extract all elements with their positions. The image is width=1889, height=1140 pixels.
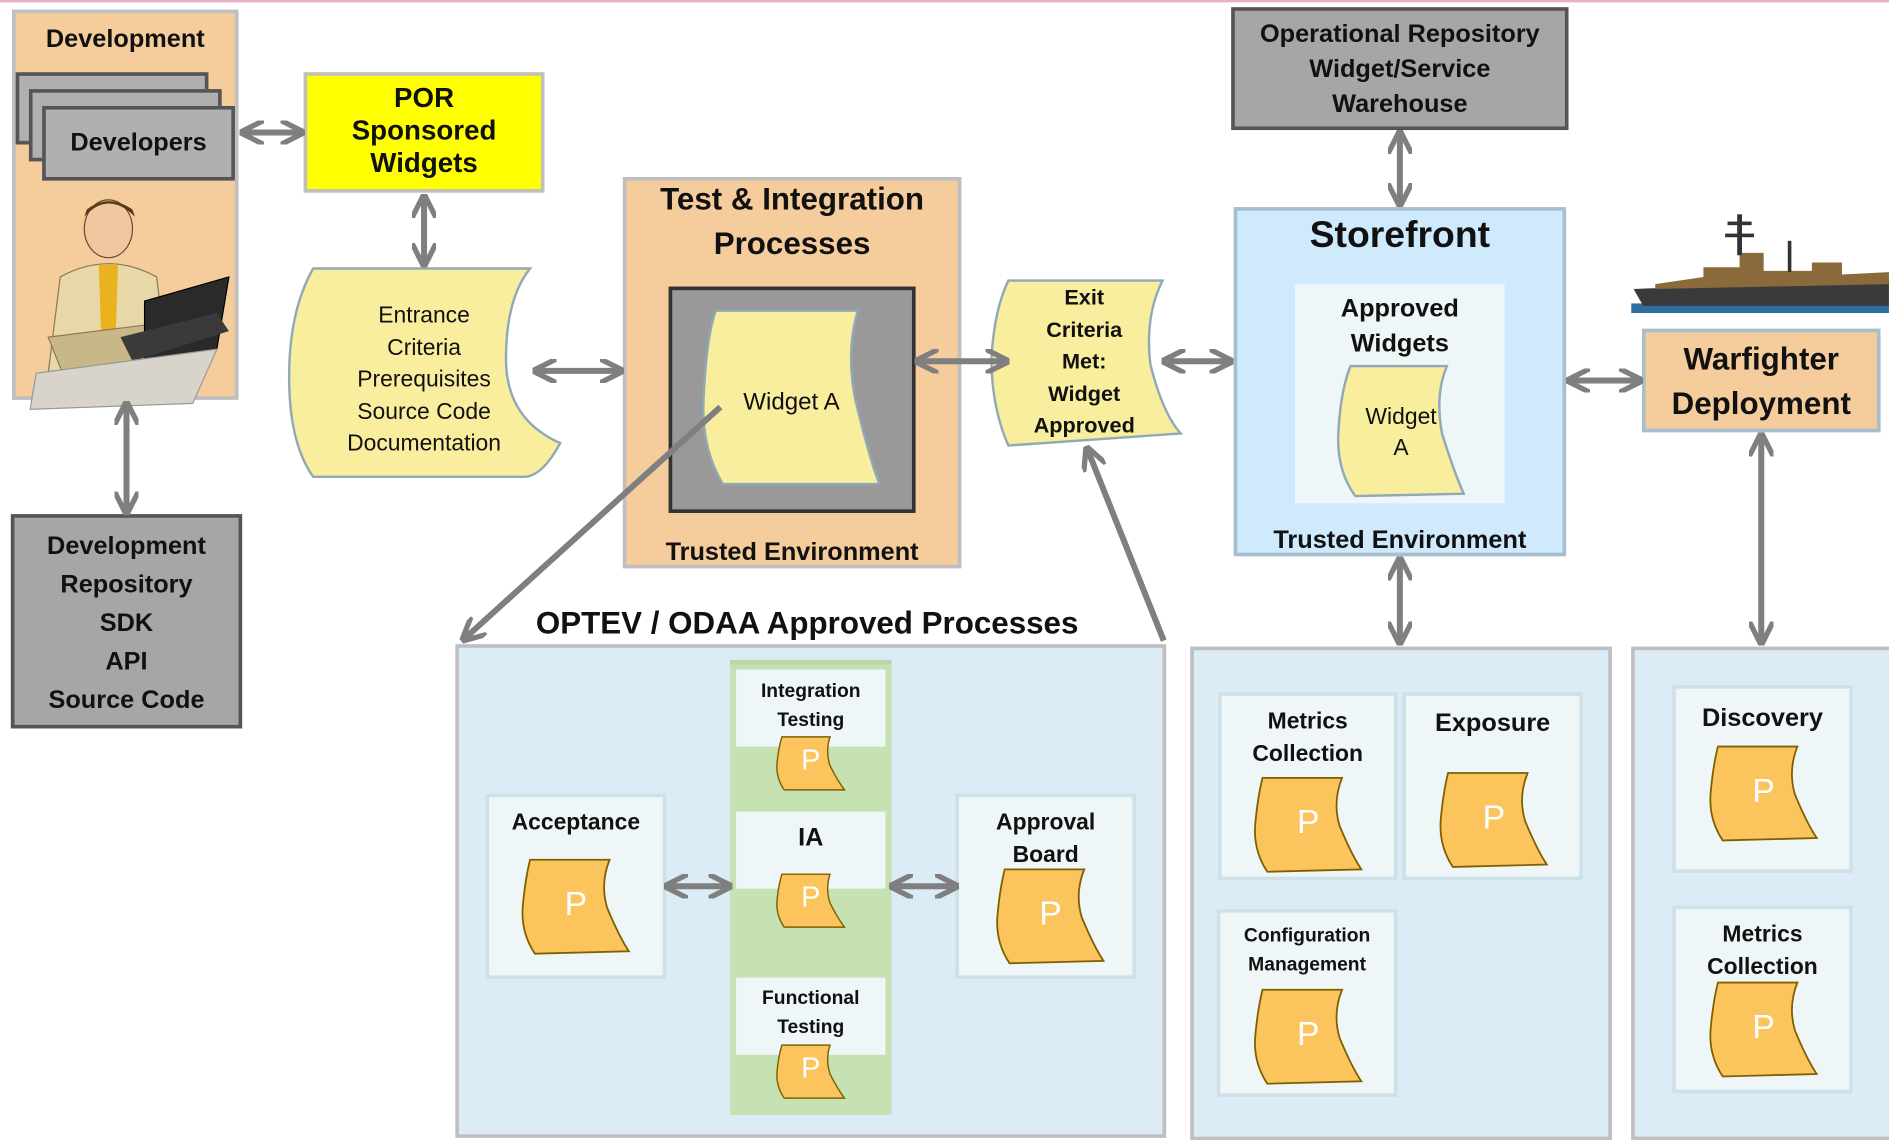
metrics-collection-label: Metrics Collection	[1252, 709, 1364, 768]
storefront-title: Storefront	[1309, 213, 1491, 256]
p-scroll-approval	[996, 868, 1106, 965]
development-title: Development	[45, 25, 205, 53]
top-border-line	[0, 0, 1889, 3]
p-scroll-config	[1254, 988, 1363, 1085]
p-scroll-metrics	[1254, 776, 1363, 873]
functional-testing-label: Functional Testing	[762, 988, 860, 1038]
exposure-label: Exposure	[1434, 709, 1551, 737]
integration-testing-label: Integration Testing	[760, 681, 861, 731]
approval-board-label: Approval Board	[996, 810, 1096, 869]
warfighter-deployment-box	[1642, 328, 1881, 433]
test-widget-label: Widget A	[743, 388, 840, 416]
integration-testing-card	[736, 669, 886, 747]
entrance-criteria-label: Entrance Criteria Prerequisites Source C…	[347, 303, 502, 457]
developers-label: Developers	[70, 128, 207, 157]
p-scroll-functional	[776, 1044, 846, 1099]
approved-widgets-label: Approved Widgets	[1340, 295, 1459, 358]
test-integration-footer: Trusted Environment	[665, 538, 919, 566]
developer-person-icon	[29, 199, 230, 411]
acceptance-label: Acceptance	[511, 810, 641, 836]
p-label-exposure: P	[1482, 798, 1506, 836]
storefront-widget-scroll	[1336, 364, 1466, 498]
configuration-management-label: Configuration Management	[1243, 925, 1371, 976]
storefront-widget-label: Widget A	[1365, 404, 1437, 462]
storefront-footer: Trusted Environment	[1273, 526, 1527, 554]
p-scroll-ia	[776, 873, 846, 928]
developers-box	[42, 105, 235, 181]
warfighter-deployment-label: Warfighter Deployment	[1671, 340, 1851, 422]
p-label-functional: P	[801, 1052, 821, 1085]
p-scroll-exposure	[1439, 772, 1549, 868]
development-repository-box	[10, 514, 243, 729]
test-integration-title: Test & Integration Processes	[660, 180, 925, 262]
discovery-label: Discovery	[1701, 704, 1823, 733]
optev-title: OPTEV / ODAA Approved Processes	[535, 604, 1079, 641]
exit-criteria-label: Exit Criteria Met: Widget Approved	[1033, 285, 1135, 438]
p-scroll-deploy-metrics	[1709, 981, 1819, 1078]
p-label-deploy-metrics: P	[1752, 1007, 1775, 1046]
functional-testing-card	[736, 977, 886, 1055]
p-label-acceptance: P	[564, 885, 588, 923]
exit-criteria-scroll	[990, 279, 1184, 447]
operational-repository-box	[1231, 7, 1569, 131]
p-label-metrics: P	[1297, 803, 1320, 841]
p-scroll-discovery	[1709, 745, 1819, 842]
p-label-discovery: P	[1752, 771, 1775, 810]
operational-repository-label: Operational Repository Widget/Service Wa…	[1259, 20, 1540, 119]
p-label-integration: P	[801, 744, 821, 777]
p-scroll-acceptance	[521, 858, 631, 955]
p-label-approval: P	[1039, 894, 1062, 932]
development-repository-label: Development Repository SDK API Source Co…	[47, 532, 206, 715]
deploy-metrics-label: Metrics Collection	[1707, 922, 1818, 981]
por-label: POR Sponsored Widgets	[351, 81, 497, 179]
warship-icon	[1631, 214, 1889, 314]
p-label-ia: P	[801, 881, 821, 914]
por-box	[303, 72, 545, 193]
test-widget-scroll	[702, 309, 882, 486]
p-label-config: P	[1297, 1015, 1320, 1053]
p-scroll-integration	[776, 736, 846, 791]
ia-label: IA	[798, 823, 824, 852]
